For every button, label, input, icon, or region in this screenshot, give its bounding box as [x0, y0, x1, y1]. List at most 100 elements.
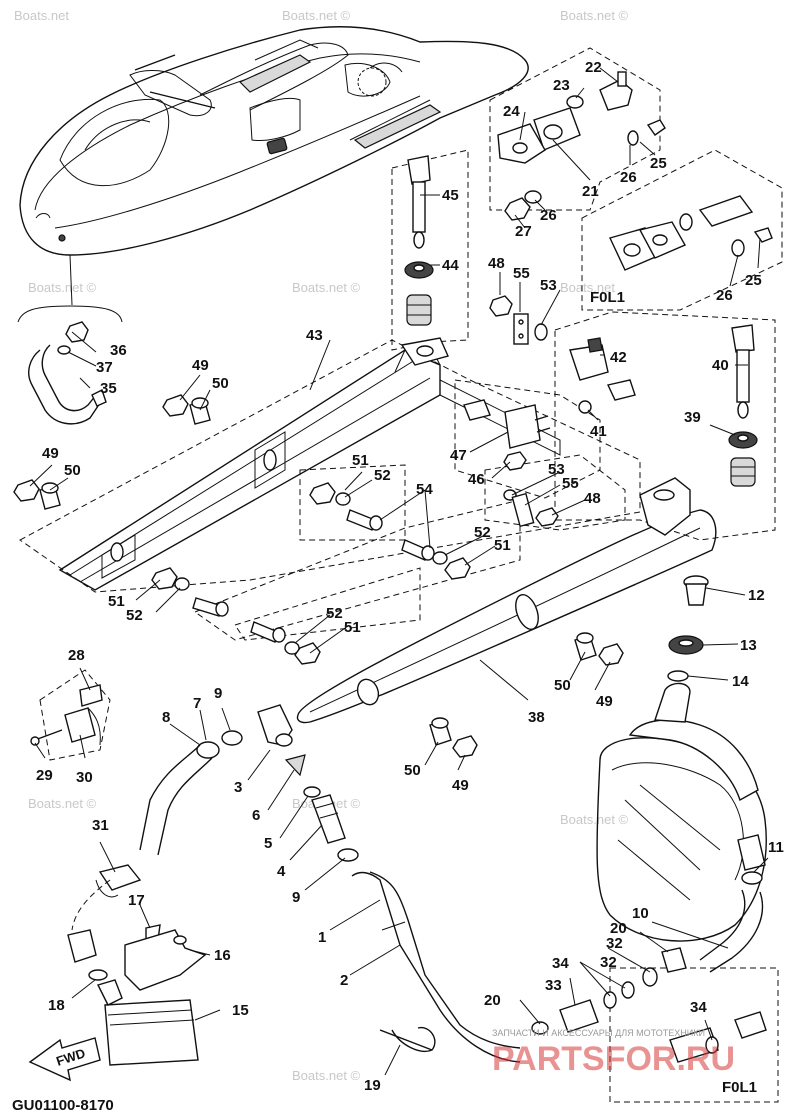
part-label: 36	[110, 342, 127, 359]
part-label: 53	[548, 461, 565, 478]
part-label: 55	[513, 265, 530, 282]
part-label: 25	[650, 155, 667, 172]
part-label: 49	[42, 445, 59, 462]
part-label: 44	[442, 257, 459, 274]
part-label: 20	[484, 992, 501, 1009]
part-label: 30	[76, 769, 93, 786]
assembly-21-27	[497, 71, 773, 271]
part-label: 8	[162, 709, 170, 726]
part-label: 53	[540, 277, 557, 294]
rail-38	[296, 477, 717, 724]
part-label: 51	[352, 452, 369, 469]
part-label: 51	[108, 593, 125, 610]
watermark: Boats.net ©	[282, 8, 351, 23]
part-label: 38	[528, 709, 545, 726]
part-label: 14	[732, 673, 749, 690]
part-label: 26	[620, 169, 637, 186]
part-label: 48	[488, 255, 505, 272]
part-label: 37	[96, 359, 113, 376]
watermark: Boats.net ©	[292, 280, 361, 295]
lower-center-parts	[139, 704, 521, 1063]
brand-watermark: PARTSFOR.RU	[492, 1040, 735, 1078]
part-label: 34	[690, 999, 707, 1016]
part-label: 23	[553, 77, 570, 94]
part-label: 50	[64, 462, 81, 479]
lower-left-parts: FWD	[28, 684, 207, 1082]
part-label: 28	[68, 647, 85, 664]
part-label: 13	[740, 637, 757, 654]
frame-43	[58, 337, 561, 591]
brand-subtitle: ЗАПЧАСТИ И АКСЕССУАРЫ ДЛЯ МОТОТЕХНИКИ	[492, 1028, 705, 1038]
part-label: 33	[545, 977, 562, 994]
part-label: 54	[416, 481, 433, 498]
part-label: 25	[745, 272, 762, 289]
watermarks: Boats.net Boats.net © Boats.net © Boats.…	[14, 8, 629, 1083]
part-label: 32	[600, 954, 617, 971]
watermark: Boats.net	[14, 8, 69, 23]
part-label: 35	[100, 380, 117, 397]
part-label: 52	[326, 605, 343, 622]
part-label: 49	[452, 777, 469, 794]
part-label: 11	[768, 839, 784, 856]
part-label: 50	[212, 375, 229, 392]
part-label: 19	[364, 1077, 381, 1094]
part-label: 34	[552, 955, 569, 972]
small-parts	[13, 155, 758, 758]
part-label: 52	[474, 524, 491, 541]
part-labels: 1 2 3 4 5 6 7 8 9 9 10 11 12 13 14 15 16…	[36, 59, 784, 1094]
watermark: Boats.net	[560, 280, 615, 295]
part-label: 48	[584, 490, 601, 507]
part-label: 41	[590, 423, 607, 440]
watermark: Boats.net ©	[28, 796, 97, 811]
part-label: 10	[632, 905, 649, 922]
part-label: 50	[404, 762, 421, 779]
part-label: 55	[562, 475, 579, 492]
part-label: 26	[716, 287, 733, 304]
fol1-lower-label: F0L1	[722, 1079, 757, 1096]
leader-lines	[29, 67, 769, 1076]
part-label: 9	[214, 685, 222, 702]
part-label: 47	[450, 447, 467, 464]
part-label: 31	[92, 817, 109, 834]
part-label: 20	[610, 920, 627, 937]
part-label: 52	[374, 467, 391, 484]
annotations: F0L1 F0L1 GU01100-8170 ЗАПЧАСТИ И АКСЕСС…	[12, 289, 757, 1114]
part-label: 29	[36, 767, 53, 784]
watermark: Boats.net ©	[28, 280, 97, 295]
part-label: 26	[540, 207, 557, 224]
part-label: 17	[128, 892, 145, 909]
part-label: 52	[126, 607, 143, 624]
watermark: Boats.net ©	[292, 1068, 361, 1083]
part-label: 50	[554, 677, 571, 694]
part-label: 49	[192, 357, 209, 374]
part-label: 42	[610, 349, 627, 366]
diagram-code: GU01100-8170	[12, 1097, 114, 1114]
part-label: 24	[503, 103, 520, 120]
jet-pump	[596, 575, 767, 973]
part-label: 32	[606, 935, 623, 952]
part-label: 2	[340, 972, 348, 989]
part-label: 27	[515, 223, 532, 240]
part-label: 1	[318, 929, 326, 946]
watermark: Boats.net ©	[560, 812, 629, 827]
fol1-upper-label: F0L1	[590, 289, 625, 306]
lower-right-fittings	[531, 947, 767, 1063]
part-label: 3	[234, 779, 242, 796]
part-label: 40	[712, 357, 729, 374]
part-label: 18	[48, 997, 65, 1014]
part-label: 16	[214, 947, 231, 964]
part-label: 49	[596, 693, 613, 710]
part-label: 45	[442, 187, 459, 204]
part-label: 7	[193, 695, 201, 712]
part-label: 9	[292, 889, 300, 906]
part-label: 5	[264, 835, 272, 852]
part-label: 21	[582, 183, 599, 200]
watermark: Boats.net ©	[560, 8, 629, 23]
part-label: 12	[748, 587, 765, 604]
watercraft-drawing	[17, 26, 529, 323]
part-label: 15	[232, 1002, 249, 1019]
part-label: 22	[585, 59, 602, 76]
part-label: 51	[494, 537, 511, 554]
